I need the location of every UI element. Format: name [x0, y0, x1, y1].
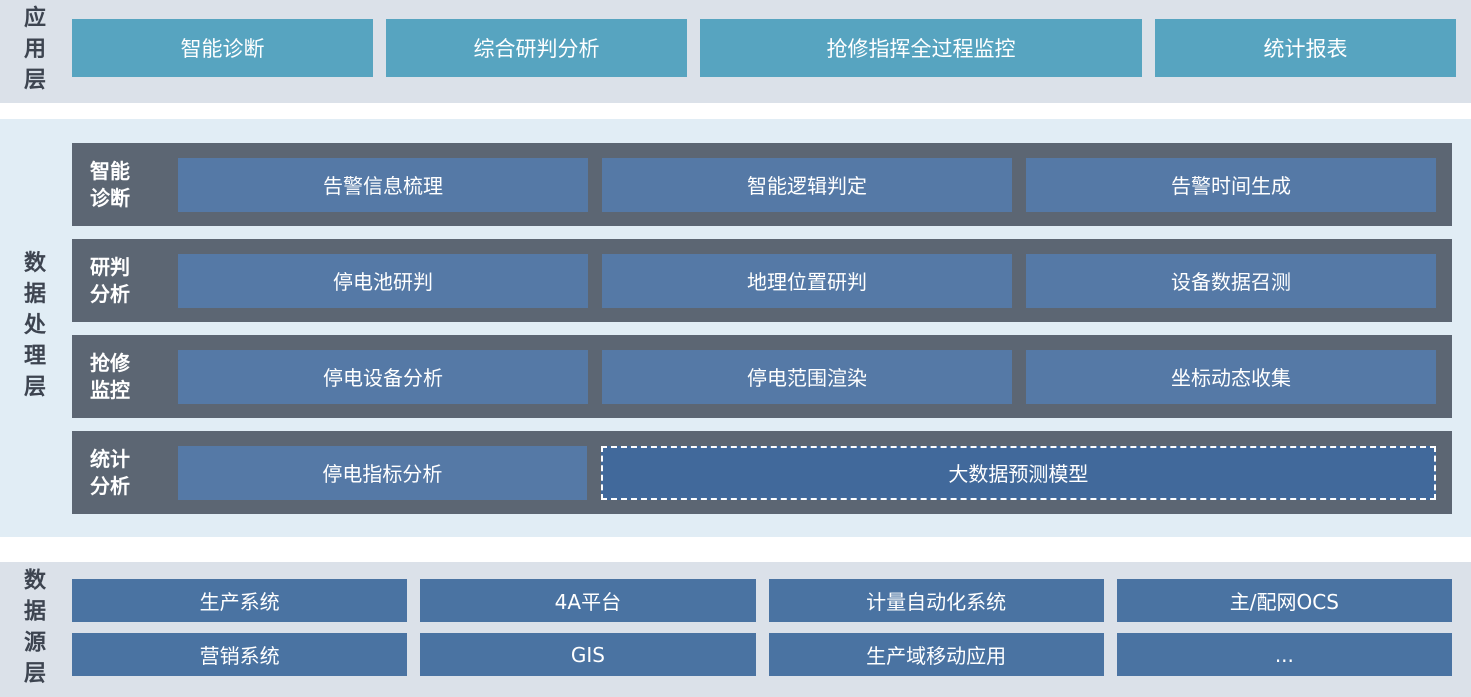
proc-block-bigdata-prediction-model: 大数据预测模型	[600, 445, 1436, 500]
row-label-repair-monitoring: 抢修 监控	[90, 350, 130, 402]
app-block-repair-command-monitoring: 抢修指挥全过程监控	[700, 19, 1142, 77]
source-layer-band: 数据源层 生产系统 4A平台 计量自动化系统 主/配网OCS 营销系统 GIS …	[0, 562, 1471, 697]
proc-block-geolocation-analysis: 地理位置研判	[602, 253, 1012, 308]
src-block-production-system: 生产系统	[72, 579, 408, 622]
proc-block-intelligent-logic-judgement: 智能逻辑判定	[602, 157, 1012, 212]
processing-rows: 智能 诊断 告警信息梳理 智能逻辑判定 告警时间生成 研判 分析 停电池研判 地…	[72, 143, 1452, 514]
application-layer-label: 应用层	[20, 5, 45, 98]
src-block-ellipsis: ...	[1116, 633, 1452, 676]
source-rows: 生产系统 4A平台 计量自动化系统 主/配网OCS 营销系统 GIS 生产域移动…	[72, 579, 1452, 676]
proc-block-alarm-time-generation: 告警时间生成	[1026, 157, 1436, 212]
processing-row-statistics: 统计 分析 停电指标分析 大数据预测模型	[72, 431, 1452, 514]
app-block-statistics-report: 统计报表	[1154, 19, 1456, 77]
src-block-production-mobile-app: 生产域移动应用	[768, 633, 1104, 676]
source-layer-label: 数据源层	[20, 567, 45, 692]
row-label-statistics: 统计 分析	[90, 446, 130, 498]
proc-block-device-data-reading: 设备数据召测	[1026, 253, 1436, 308]
proc-block-outage-range-rendering: 停电范围渲染	[602, 349, 1012, 404]
src-block-4a-platform: 4A平台	[420, 579, 756, 622]
row-label-analysis: 研判 分析	[90, 254, 130, 306]
src-block-main-distribution-ocs: 主/配网OCS	[1116, 579, 1452, 622]
proc-block-outage-battery-analysis: 停电池研判	[178, 253, 588, 308]
src-block-metering-automation-system: 计量自动化系统	[768, 579, 1104, 622]
processing-row-diagnosis: 智能 诊断 告警信息梳理 智能逻辑判定 告警时间生成	[72, 143, 1452, 226]
proc-block-coordinate-dynamic-collection: 坐标动态收集	[1026, 349, 1436, 404]
application-layer-band: 应用层 智能诊断 综合研判分析 抢修指挥全过程监控 统计报表	[0, 0, 1471, 103]
src-block-gis: GIS	[420, 633, 756, 676]
proc-block-alarm-info-sorting: 告警信息梳理	[178, 157, 588, 212]
app-block-intelligent-diagnosis: 智能诊断	[72, 19, 374, 77]
app-block-comprehensive-analysis: 综合研判分析	[386, 19, 688, 77]
proc-block-outage-indicator-analysis: 停电指标分析	[178, 445, 587, 500]
proc-block-outage-device-analysis: 停电设备分析	[178, 349, 588, 404]
row-label-diagnosis: 智能 诊断	[90, 158, 130, 210]
application-buttons-row: 智能诊断 综合研判分析 抢修指挥全过程监控 统计报表	[72, 19, 1456, 77]
processing-layer-label: 数据处理层	[20, 250, 45, 406]
processing-layer-band: 数据处理层 智能 诊断 告警信息梳理 智能逻辑判定 告警时间生成 研判 分析 停…	[0, 119, 1471, 537]
processing-row-analysis: 研判 分析 停电池研判 地理位置研判 设备数据召测	[72, 239, 1452, 322]
src-block-marketing-system: 营销系统	[72, 633, 408, 676]
processing-row-repair-monitoring: 抢修 监控 停电设备分析 停电范围渲染 坐标动态收集	[72, 335, 1452, 418]
